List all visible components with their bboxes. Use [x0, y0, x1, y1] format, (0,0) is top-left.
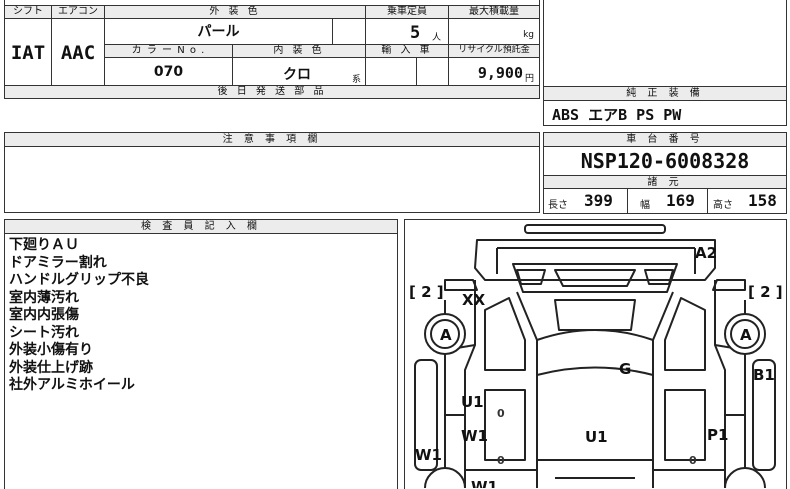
specs-header: 諸 元 [544, 175, 786, 189]
max-load-unit: kg [523, 30, 534, 40]
inspector-note: 外装仕上げ跡 [9, 359, 93, 376]
genuine-equipment-panel: 純 正 装 備 ABS エアB PS PW [543, 86, 787, 126]
capacity-header: 乗車定員 [365, 5, 449, 19]
mark-u1-left: U1 [461, 393, 484, 411]
notes-header: 注 意 事 項 欄 [5, 133, 539, 147]
shift-header: シフト [4, 5, 52, 19]
height-label: 高さ [713, 200, 733, 211]
zero-mark: 0 [497, 454, 505, 467]
color-no-value: 070 [104, 57, 233, 86]
zero-mark: 0 [497, 407, 505, 420]
mark-tire-left-a: A [440, 326, 452, 344]
inspector-note: ハンドルグリップ不良 [9, 272, 149, 288]
mark-w1-door: W1 [461, 427, 488, 445]
inspector-note: 外装小傷有り [9, 342, 93, 358]
aircon-header: エアコン [51, 5, 105, 19]
mark-w1-bottom: W1 [471, 478, 498, 488]
chassis-panel: 車 台 番 号 NSP120-6008328 諸 元 長さ 399 幅 169 … [543, 132, 787, 214]
recycle-value: 9,900 円 [448, 57, 540, 86]
color-no-header: カ ラ ー N o . [104, 44, 233, 58]
equipment-list: ABS エアB PS PW [552, 106, 682, 124]
exterior-color-text: パール [197, 24, 240, 40]
later-parts-header: 後 日 発 送 部 品 [4, 85, 540, 99]
bracket-left: [ 2 ] [409, 283, 444, 301]
height-cell: 高さ 158 [708, 189, 786, 213]
inspector-note: 下廻りＡＵ [9, 237, 79, 253]
exterior-color-extra [332, 18, 366, 45]
capacity-unit: 人 [432, 33, 442, 43]
exterior-color-header: 外 装 色 [104, 5, 366, 19]
shift-value: IAT [4, 18, 52, 86]
damage-marks: A2 XX A A G B1 U1 W1 U1 P1 W1 W1 [415, 244, 775, 488]
exterior-color-value: パール [104, 18, 333, 45]
chassis-number-header: 車 台 番 号 [544, 133, 786, 147]
mark-tire-right-a: A [740, 326, 752, 344]
top-right-panel [543, 0, 787, 87]
length-cell: 長さ 399 [544, 189, 628, 213]
length-value: 399 [584, 191, 613, 210]
inspector-note: シート汚れ [9, 324, 79, 341]
zero-marks: 0 0 0 [497, 407, 697, 467]
mark-w1-left: W1 [415, 446, 442, 464]
car-diagram: 0 0 0 [ 2 ] [ 2 ] A2 XX A A G B1 U1 W1 U… [409, 224, 783, 488]
zero-mark: 0 [689, 454, 697, 467]
car-outline [444, 224, 746, 488]
tires [424, 313, 766, 488]
interior-color-header: 内 装 色 [232, 44, 366, 58]
interior-color-value: クロ 系 [232, 57, 366, 86]
import-value-2 [416, 57, 449, 86]
car-diagram-panel: 0 0 0 [ 2 ] [ 2 ] A2 XX A A G B1 U1 W1 U… [404, 219, 787, 489]
height-value: 158 [748, 191, 777, 210]
interior-color-text: クロ [283, 67, 311, 83]
mark-u1-center: U1 [585, 428, 608, 446]
import-header: 輸 入 車 [365, 44, 449, 58]
width-value: 169 [666, 191, 695, 210]
width-cell: 幅 169 [628, 189, 708, 213]
mark-b1: B1 [753, 366, 775, 384]
recycle-unit: 円 [524, 74, 534, 84]
spec-table: シフト エアコン 外 装 色 乗車定員 最大積載量 IAT AAC パール 5 … [4, 0, 540, 99]
bracket-right: [ 2 ] [748, 283, 783, 301]
mark-a2: A2 [695, 244, 717, 262]
capacity-number: 5 [410, 23, 421, 43]
genuine-equipment-header: 純 正 装 備 [544, 87, 786, 101]
mark-xx: XX [462, 291, 486, 309]
inspector-note: ドアミラー割れ [9, 254, 107, 271]
side-sills [414, 359, 776, 471]
capacity-value: 5 人 [365, 18, 449, 45]
notes-panel: 注 意 事 項 欄 [4, 132, 540, 213]
inspector-note: 室内内張傷 [9, 307, 79, 323]
inspector-notes-list: 下廻りＡＵ ドアミラー割れ ハンドルグリップ不良 室内薄汚れ 室内内張傷 シート… [9, 237, 395, 395]
max-load-value: kg [448, 18, 540, 45]
inspector-notes-panel: 検 査 員 記 入 欄 下廻りＡＵ ドアミラー割れ ハンドルグリップ不良 室内薄… [4, 219, 398, 489]
dimensions-row: 長さ 399 幅 169 高さ 158 [544, 189, 786, 213]
max-load-header: 最大積載量 [448, 5, 540, 19]
import-value [365, 57, 417, 86]
mark-p1: P1 [707, 426, 728, 444]
mark-g: G [619, 360, 631, 378]
aircon-value: AAC [51, 18, 105, 86]
inspector-note: 室内薄汚れ [9, 289, 79, 306]
recycle-header: リサイクル預託金 [448, 44, 540, 58]
inspector-notes-header: 検 査 員 記 入 欄 [5, 220, 397, 234]
width-label: 幅 [640, 200, 650, 211]
recycle-amount: 9,900 [477, 64, 523, 82]
length-label: 長さ [548, 200, 568, 211]
chassis-number: NSP120-6008328 [580, 149, 750, 173]
inspector-note: 社外アルミホイール [9, 377, 135, 393]
interior-color-suffix: 系 [351, 75, 361, 85]
